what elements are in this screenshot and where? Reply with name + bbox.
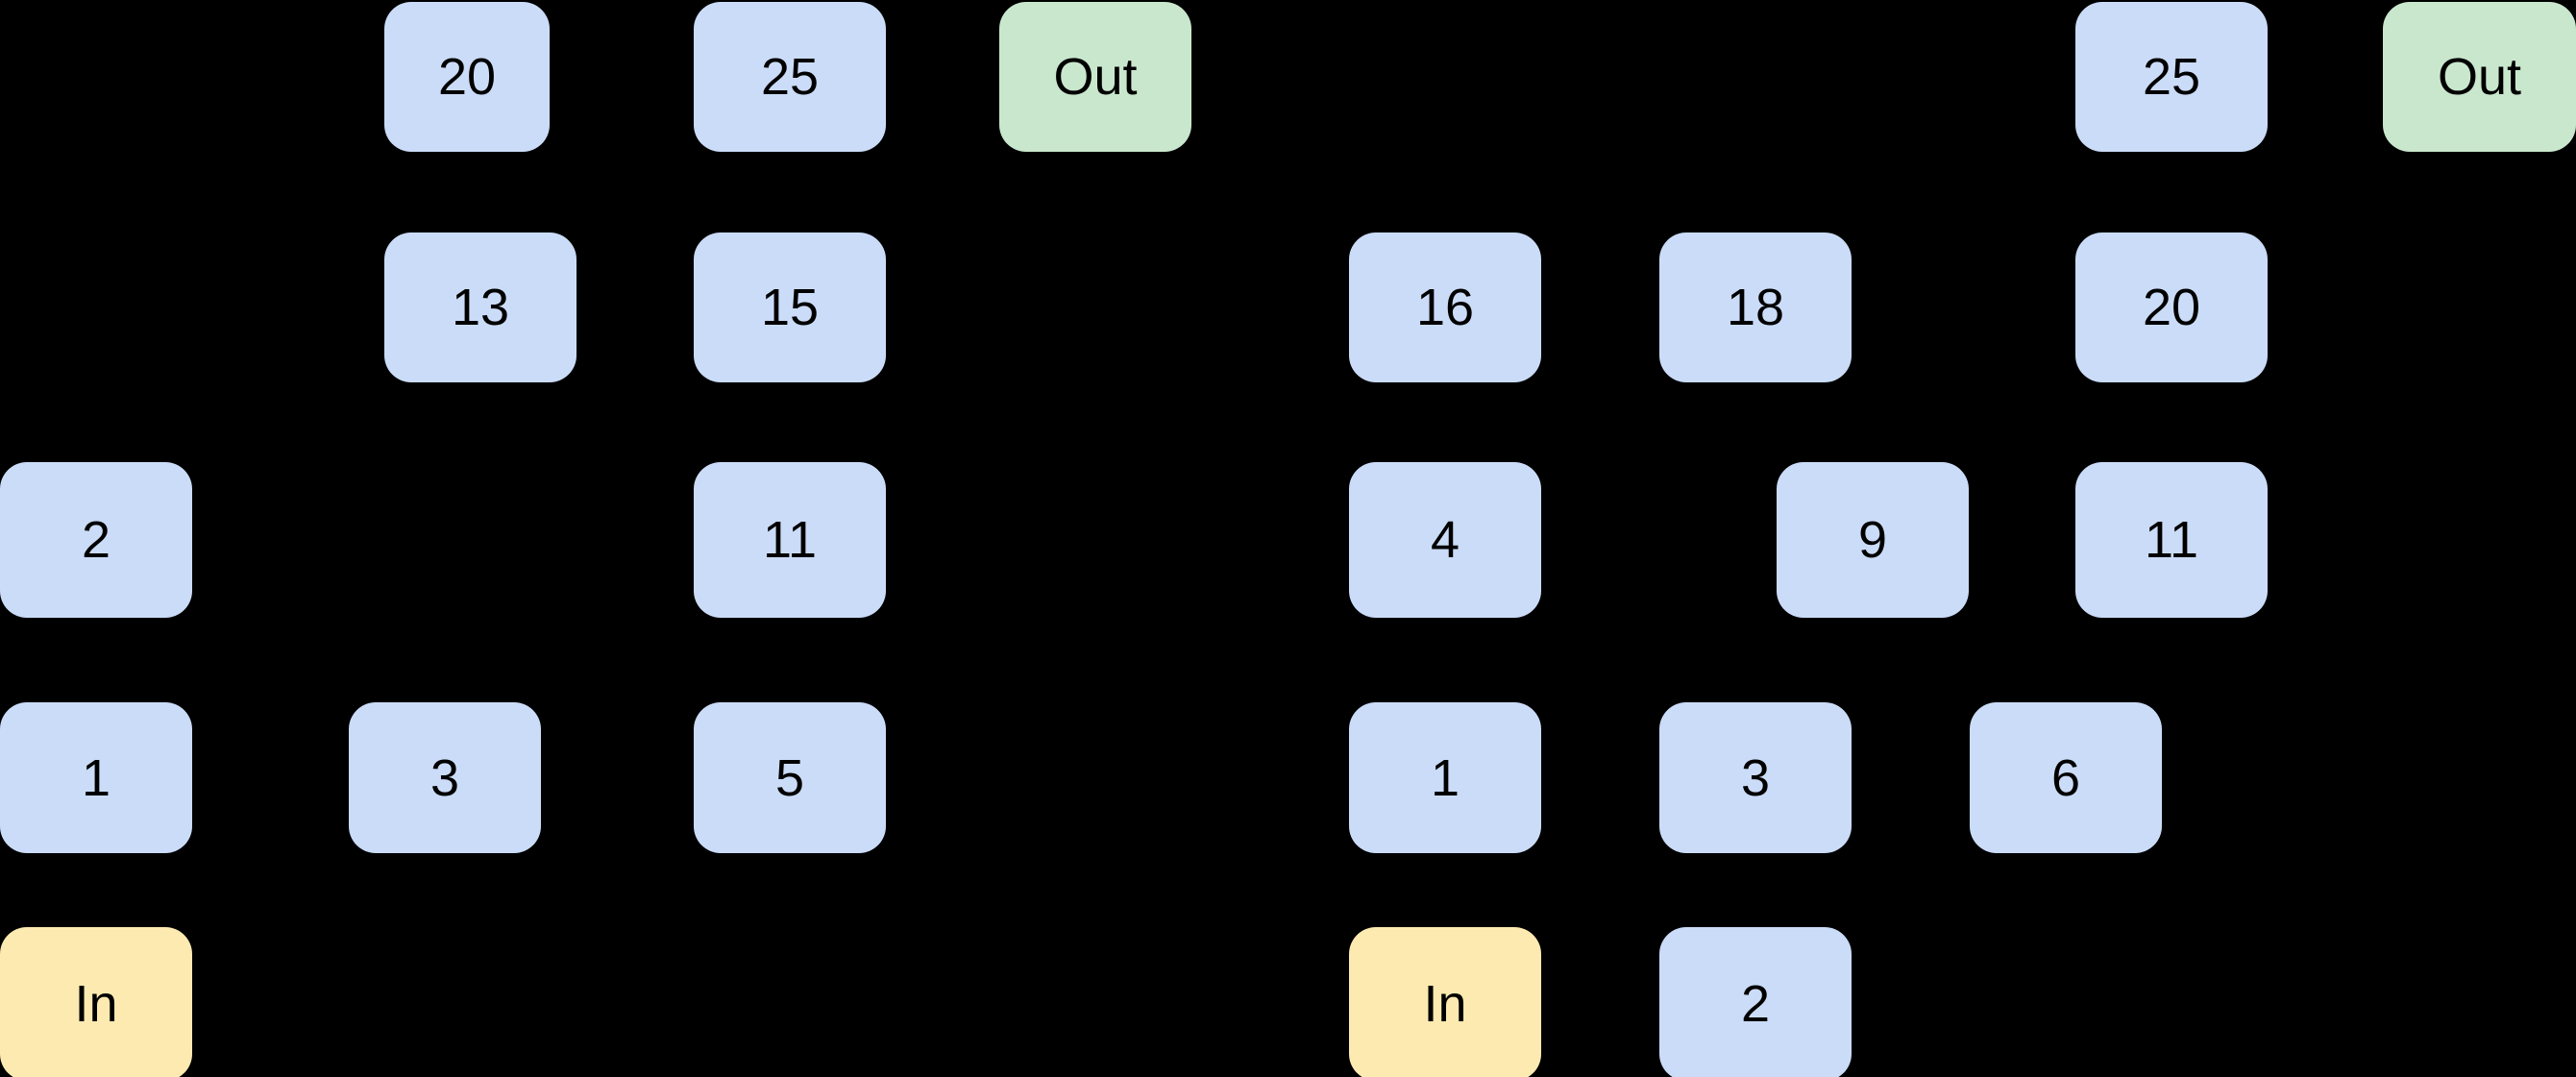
right-skip-list-level-3-value-node-4: 4 xyxy=(1349,462,1541,618)
left-skip-list-level-5-sentinel-out-node-out: Out xyxy=(999,2,1191,152)
left-skip-list-level-4-value-node-15: 15 xyxy=(694,233,886,382)
left-skip-list-level-2-value-node-5: 5 xyxy=(694,702,886,853)
left-skip-list-level-2-value-node-1: 1 xyxy=(0,702,192,853)
left-skip-list-level-5-value-node-20: 20 xyxy=(384,2,550,152)
left-skip-list-level-3-value-node-11: 11 xyxy=(694,462,886,618)
right-skip-list-level-4-value-node-16: 16 xyxy=(1349,233,1541,382)
right-skip-list-level-5-sentinel-out-node-out: Out xyxy=(2383,2,2576,152)
right-skip-list-level-3-value-node-11: 11 xyxy=(2075,462,2268,618)
left-skip-list-level-4-value-node-13: 13 xyxy=(384,233,577,382)
right-skip-list-level-1-sentinel-in-node-in: In xyxy=(1349,927,1541,1077)
right-skip-list-level-2-value-node-1: 1 xyxy=(1349,702,1541,853)
left-skip-list-level-5-value-node-25: 25 xyxy=(694,2,886,152)
right-skip-list-level-1-value-node-2: 2 xyxy=(1659,927,1852,1077)
right-skip-list-level-3-value-node-9: 9 xyxy=(1777,462,1969,618)
right-skip-list-level-5-value-node-25: 25 xyxy=(2075,2,2268,152)
left-skip-list-level-2-value-node-3: 3 xyxy=(349,702,541,853)
right-skip-list-level-4-value-node-18: 18 xyxy=(1659,233,1852,382)
left-skip-list-level-1-sentinel-in-node-in: In xyxy=(0,927,192,1077)
right-skip-list-level-2-value-node-6: 6 xyxy=(1970,702,2162,853)
left-skip-list-level-3-value-node-2: 2 xyxy=(0,462,192,618)
right-skip-list-level-4-value-node-20: 20 xyxy=(2075,233,2268,382)
right-skip-list-level-2-value-node-3: 3 xyxy=(1659,702,1852,853)
